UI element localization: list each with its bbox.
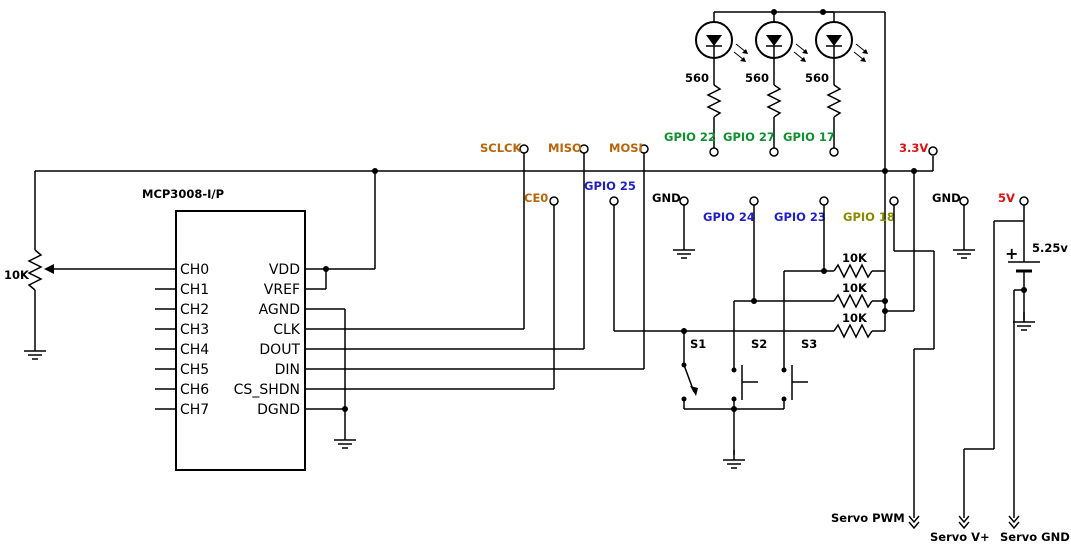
pin-ch0: CH0 bbox=[180, 262, 209, 278]
led1-resistor-label: 560 bbox=[685, 71, 709, 85]
label-gpio23: GPIO 23 bbox=[774, 210, 826, 224]
terminal-sclk bbox=[519, 144, 529, 154]
led3-resistor-label: 560 bbox=[805, 71, 829, 85]
pin-dout: DOUT bbox=[259, 342, 300, 358]
battery-plus-icon: + bbox=[1005, 244, 1018, 263]
terminal-gpio27 bbox=[769, 147, 779, 157]
switch-s3-label: S3 bbox=[801, 337, 817, 351]
label-gpio18: GPIO 18 bbox=[843, 210, 895, 224]
pin-din: DIN bbox=[275, 362, 300, 378]
pin-ch2: CH2 bbox=[180, 302, 209, 318]
servo-power: 5V + 5.25v Servo V+ Servo GND bbox=[930, 191, 1070, 544]
terminal-gpio23 bbox=[819, 196, 829, 206]
led-array: 560 GPIO 22 560 GPIO 27 bbox=[664, 9, 886, 171]
label-gpio22: GPIO 22 bbox=[664, 130, 716, 144]
pin-clk: CLK bbox=[273, 322, 301, 338]
wiper-arrow-icon bbox=[44, 264, 54, 274]
pullup-1-label: 10K bbox=[842, 251, 868, 265]
pullup-3-label: 10K bbox=[842, 311, 868, 325]
terminal-mosi bbox=[639, 144, 649, 154]
pin-vref: VREF bbox=[264, 282, 300, 298]
label-gpio17: GPIO 17 bbox=[783, 130, 835, 144]
mcp3008-chip: MCP3008-I/P CH0 CH1 CH2 CH3 CH4 CH5 CH6 … bbox=[142, 187, 326, 471]
label-gnd-1: GND bbox=[652, 191, 681, 205]
label-servo-vplus: Servo V+ bbox=[930, 530, 990, 544]
pullup-2-label: 10K bbox=[842, 281, 868, 295]
pin-agnd: AGND bbox=[259, 302, 300, 318]
label-servo-pwm: Servo PWM bbox=[831, 511, 905, 525]
led-2: 560 GPIO 27 bbox=[723, 12, 808, 157]
terminal-gpio17 bbox=[829, 147, 839, 157]
label-gnd-2: GND bbox=[932, 191, 961, 205]
gnd-terminal-1: GND bbox=[652, 191, 696, 259]
potentiometer: 10K bbox=[4, 171, 155, 360]
pin-ch5: CH5 bbox=[180, 362, 209, 378]
label-gpio27: GPIO 27 bbox=[723, 130, 775, 144]
pin-dgnd: DGND bbox=[257, 402, 300, 418]
terminal-gpio25 bbox=[609, 196, 619, 206]
label-gpio24: GPIO 24 bbox=[703, 210, 755, 224]
switch-s1-label: S1 bbox=[690, 337, 706, 351]
terminal-ce0 bbox=[549, 196, 559, 206]
terminal-3v3 bbox=[928, 146, 938, 156]
led2-resistor-label: 560 bbox=[745, 71, 769, 85]
power-rail-3v3: 3.3V bbox=[35, 141, 938, 289]
led-3: 560 GPIO 17 bbox=[783, 11, 868, 157]
label-5v: 5V bbox=[998, 191, 1015, 205]
switch-s2-label: S2 bbox=[751, 337, 767, 351]
chip-name-label: MCP3008-I/P bbox=[142, 187, 224, 201]
terminal-gpio22 bbox=[709, 147, 719, 157]
terminal-gpio18 bbox=[889, 196, 899, 206]
button-circuit: GPIO 25 GPIO 24 GPIO 23 10K 10K 10K bbox=[584, 171, 888, 469]
label-ce0: CE0 bbox=[524, 191, 548, 205]
terminal-gpio24 bbox=[749, 196, 759, 206]
pot-value-label: 10K bbox=[4, 268, 30, 282]
terminal-miso bbox=[579, 144, 589, 154]
battery-label: 5.25v bbox=[1032, 241, 1068, 255]
led-1: 560 GPIO 22 bbox=[664, 12, 748, 157]
label-miso: MISO bbox=[548, 141, 582, 155]
spi-wiring: SCLCK MISO MOSI CE0 bbox=[326, 141, 649, 390]
label-mosi: MOSI bbox=[609, 141, 643, 155]
pin-cs-shdn: CS_SHDN bbox=[234, 382, 300, 398]
pin-ch6: CH6 bbox=[180, 382, 209, 398]
pin-ch1: CH1 bbox=[180, 282, 209, 298]
label-sclk: SCLCK bbox=[480, 141, 522, 155]
pin-ch3: CH3 bbox=[180, 322, 209, 338]
label-servo-gnd: Servo GND bbox=[1000, 530, 1070, 544]
adc-ground bbox=[326, 308, 357, 449]
pin-vdd: VDD bbox=[269, 262, 300, 278]
gnd-terminal-2: GND bbox=[932, 191, 976, 259]
label-gpio25: GPIO 25 bbox=[584, 179, 636, 193]
label-3v3: 3.3V bbox=[899, 141, 928, 155]
terminal-5v bbox=[1019, 196, 1029, 206]
servo-pwm-line: GPIO 18 Servo PWM bbox=[831, 171, 935, 529]
pin-ch7: CH7 bbox=[180, 402, 209, 418]
pin-ch4: CH4 bbox=[180, 342, 209, 358]
